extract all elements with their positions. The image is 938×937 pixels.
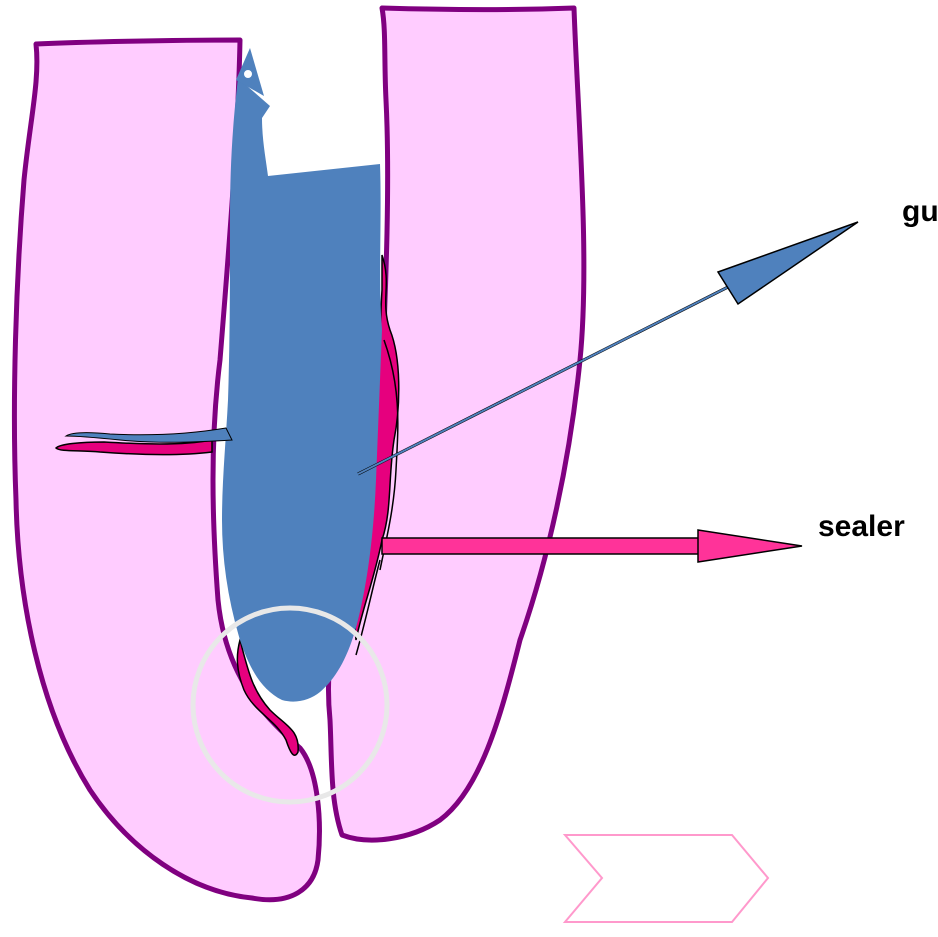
gutta-percha-tip-hole: [243, 69, 253, 79]
gutta-percha-arrowhead: [718, 222, 858, 304]
gutta-percha-label: gu: [902, 197, 938, 227]
sealer-arrow-shaft: [382, 538, 700, 554]
sealer-arrowhead: [698, 530, 802, 562]
chevron-right-icon[interactable]: [565, 835, 768, 922]
sealer-label: sealer: [818, 512, 905, 542]
